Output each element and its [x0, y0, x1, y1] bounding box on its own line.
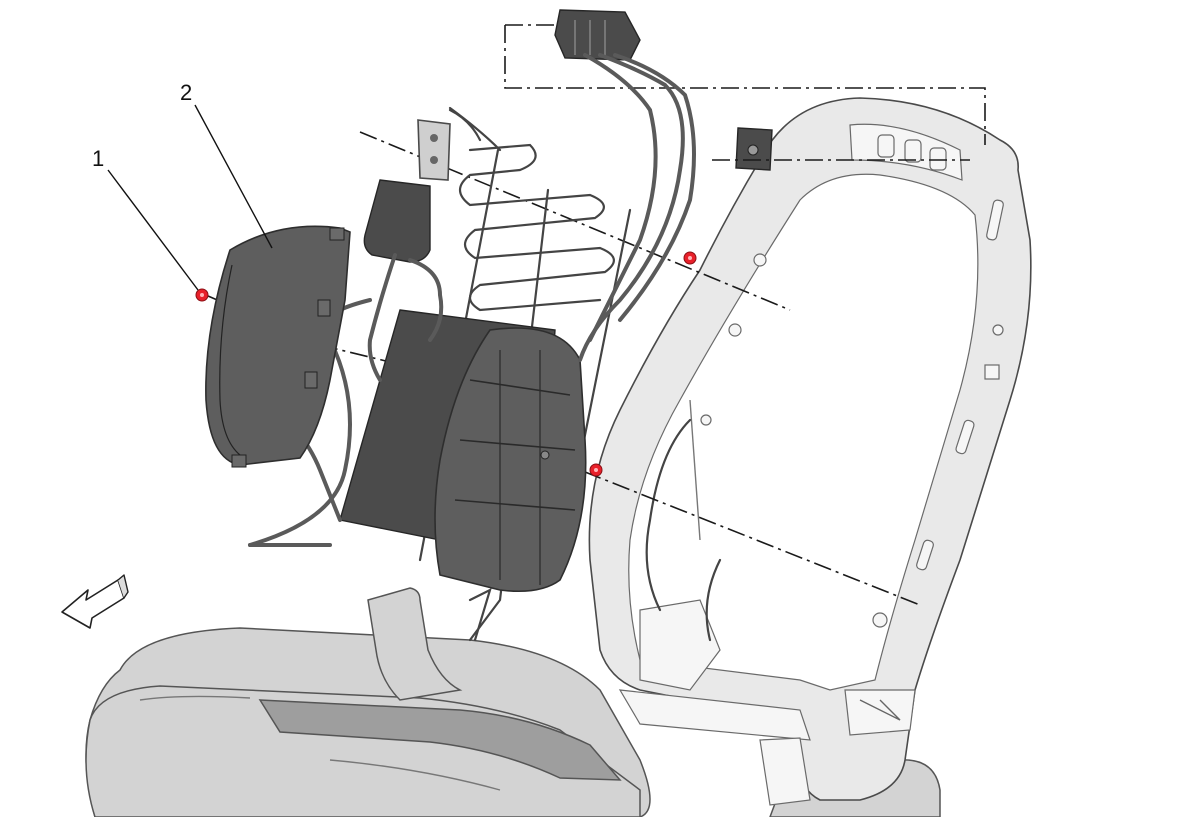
- fastener-1a: [195, 288, 209, 302]
- part-1-fasteners: [195, 251, 697, 477]
- front-direction-arrow-icon: [61, 574, 129, 629]
- fastener-1c: [589, 463, 603, 477]
- wiring-harness: [448, 9, 696, 362]
- callout-1: 1: [92, 146, 199, 291]
- callout-2-label: 2: [180, 80, 192, 105]
- seat-back-frame: [588, 97, 1032, 806]
- callout-2: 2: [180, 80, 273, 249]
- part-2-seat-back-module: [205, 225, 351, 468]
- seat-cushion: [85, 587, 941, 818]
- fastener-1b: [683, 251, 697, 265]
- lumbar-support-assembly: [238, 309, 587, 593]
- callout-1-label: 1: [92, 146, 104, 171]
